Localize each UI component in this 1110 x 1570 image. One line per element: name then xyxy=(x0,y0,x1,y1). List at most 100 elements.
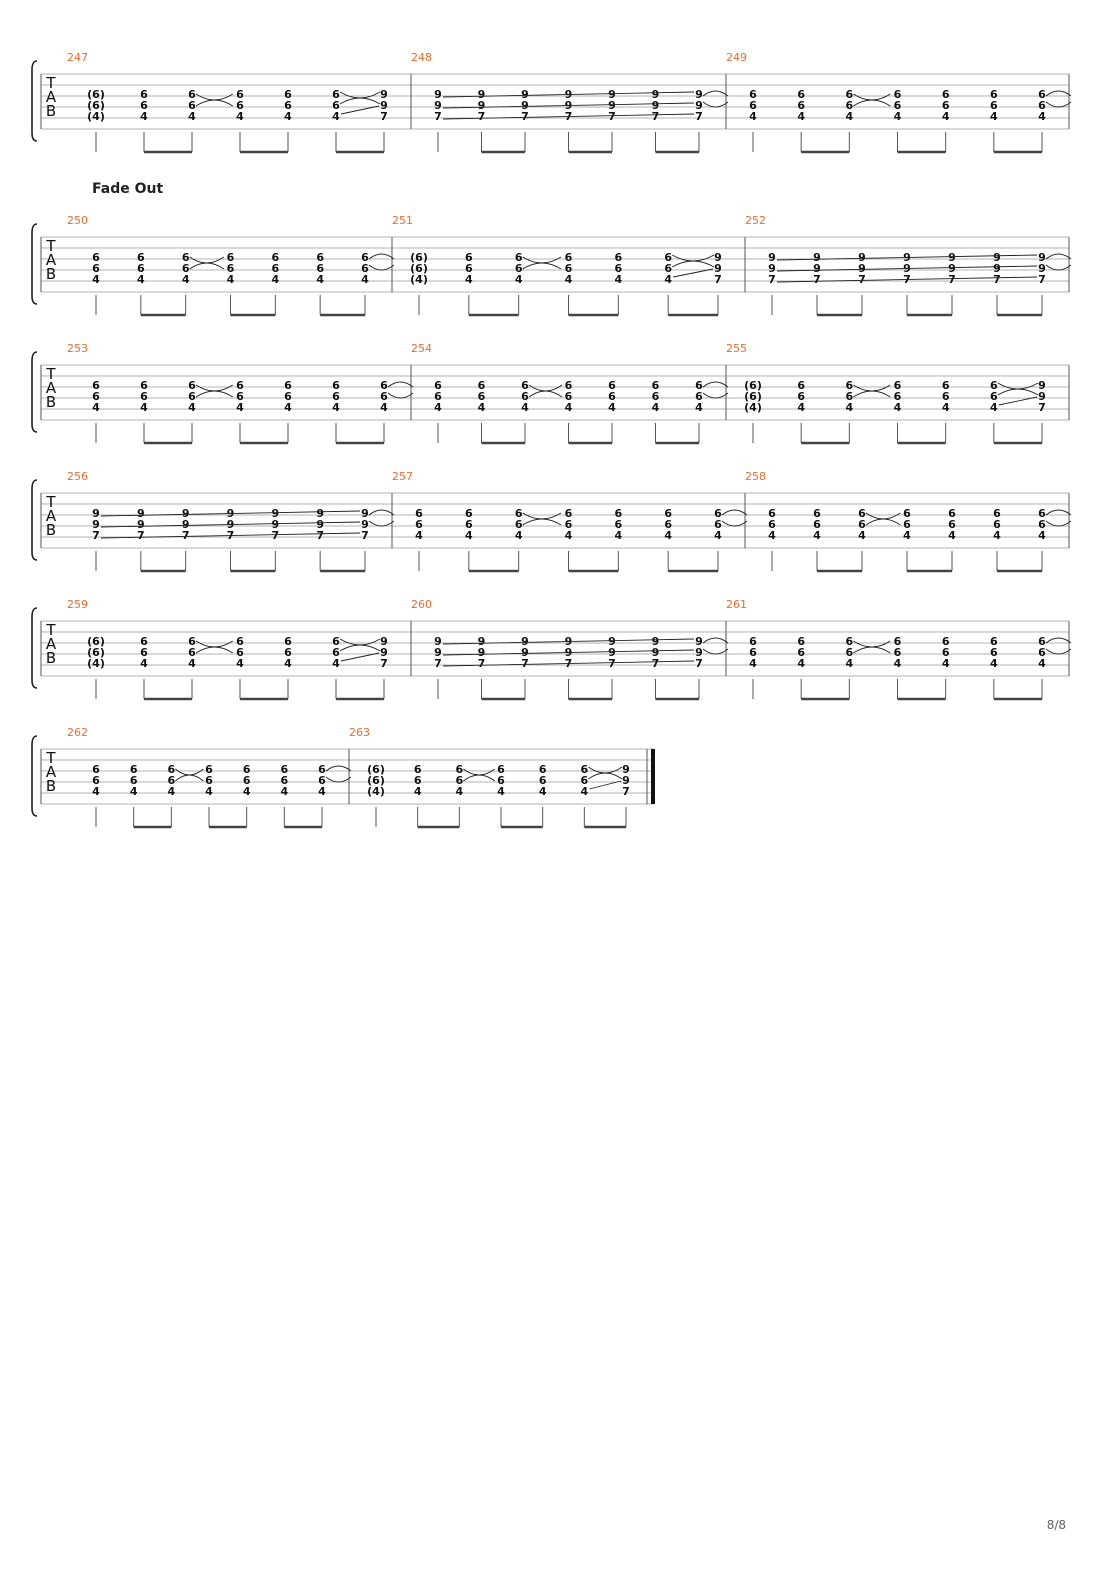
fret-number: 4 xyxy=(515,273,523,286)
fret-number: 9 xyxy=(521,635,529,648)
fret-number: 9 xyxy=(695,99,703,112)
measure-number: 248 xyxy=(411,51,432,64)
fret-number: 4 xyxy=(130,785,138,798)
tie-arc xyxy=(195,390,234,398)
staff-system: TAB262664664664664664664664263(6)(6)(4)6… xyxy=(31,726,655,829)
fret-number: 6 xyxy=(465,507,473,520)
tie-arc xyxy=(368,520,395,527)
fret-number: 6 xyxy=(140,379,148,392)
tie-arc xyxy=(997,382,1039,390)
tie-arc xyxy=(195,99,234,107)
slide-line xyxy=(589,780,622,790)
fret-number: 6 xyxy=(478,379,486,392)
fret-number: 6 xyxy=(130,774,138,787)
fret-number: 9 xyxy=(608,99,616,112)
fret-number: 6 xyxy=(797,635,805,648)
fret-number: (6) xyxy=(87,99,105,112)
system-brace xyxy=(31,351,38,433)
fret-number: 6 xyxy=(990,99,998,112)
fret-number: 4 xyxy=(361,273,369,286)
fret-number: 6 xyxy=(137,262,145,275)
fret-number: 6 xyxy=(434,379,442,392)
tie-arc xyxy=(339,97,381,105)
fret-number: 4 xyxy=(332,401,340,414)
fret-number: 9 xyxy=(478,646,486,659)
fret-number: 9 xyxy=(714,262,722,275)
fret-number: 6 xyxy=(318,774,326,787)
fret-number: 7 xyxy=(434,110,442,123)
measure-number: 263 xyxy=(349,726,370,739)
fret-number: 6 xyxy=(749,646,757,659)
fret-number: 6 xyxy=(414,774,422,787)
tab-clef-letter: A xyxy=(46,379,57,397)
fret-number: 6 xyxy=(894,99,902,112)
tie-arc xyxy=(1045,264,1072,271)
slide-line xyxy=(442,660,695,667)
fret-number: 6 xyxy=(456,763,464,776)
fret-number: 6 xyxy=(205,763,213,776)
fret-number: 6 xyxy=(942,99,950,112)
fret-number: 6 xyxy=(281,763,289,776)
fret-number: 9 xyxy=(652,635,660,648)
fret-number: 6 xyxy=(272,262,280,275)
fret-number: 6 xyxy=(236,635,244,648)
fret-number: 6 xyxy=(236,646,244,659)
slide-line xyxy=(442,638,695,645)
fret-number: 6 xyxy=(361,262,369,275)
tie-arc xyxy=(853,640,891,648)
fret-number: 6 xyxy=(521,390,529,403)
fret-number: 9 xyxy=(380,88,388,101)
fret-number: 6 xyxy=(615,262,623,275)
fret-number: 9 xyxy=(652,88,660,101)
fret-number: 4 xyxy=(948,529,956,542)
fret-number: 4 xyxy=(1038,657,1046,670)
fret-number: 6 xyxy=(456,774,464,787)
fret-number: (6) xyxy=(87,646,105,659)
measure-number: 259 xyxy=(67,598,88,611)
slide-line xyxy=(776,276,1038,283)
fret-number: 9 xyxy=(608,88,616,101)
fret-number: 4 xyxy=(714,529,722,542)
fret-number: 6 xyxy=(92,251,100,264)
fret-number: 4 xyxy=(581,785,589,798)
fret-number: 6 xyxy=(465,251,473,264)
tab-clef-letter: B xyxy=(46,521,56,539)
fret-number: 6 xyxy=(695,390,703,403)
fret-number: 6 xyxy=(188,646,196,659)
tie-arc xyxy=(853,646,891,654)
fret-number: 9 xyxy=(361,507,369,520)
fret-number: 6 xyxy=(332,379,340,392)
fret-number: 6 xyxy=(948,518,956,531)
tab-clef-letter: T xyxy=(45,365,56,383)
fret-number: 9 xyxy=(993,251,1001,264)
fret-number: 6 xyxy=(768,507,776,520)
fret-number: 4 xyxy=(284,657,292,670)
tie-arc xyxy=(588,766,623,774)
fret-number: (6) xyxy=(87,88,105,101)
fret-number: 4 xyxy=(797,657,805,670)
fret-number: 4 xyxy=(243,785,251,798)
fret-number: 6 xyxy=(182,251,190,264)
tie-arc xyxy=(325,776,352,783)
fret-number: 6 xyxy=(130,763,138,776)
fret-number: 9 xyxy=(695,88,703,101)
tie-arc xyxy=(195,384,234,392)
fret-number: 6 xyxy=(990,379,998,392)
tie-arc xyxy=(853,384,891,392)
fret-number: 9 xyxy=(434,99,442,112)
tie-arc xyxy=(463,768,496,776)
fret-number: 9 xyxy=(1038,251,1046,264)
fret-number: 6 xyxy=(188,379,196,392)
tab-clef-letter: A xyxy=(46,763,57,781)
fret-number: 6 xyxy=(664,518,672,531)
fret-number: 9 xyxy=(92,507,100,520)
tie-arc xyxy=(671,254,715,262)
fret-number: 6 xyxy=(894,390,902,403)
fret-number: (4) xyxy=(367,785,385,798)
fret-number: (6) xyxy=(367,763,385,776)
fret-number: 4 xyxy=(797,110,805,123)
